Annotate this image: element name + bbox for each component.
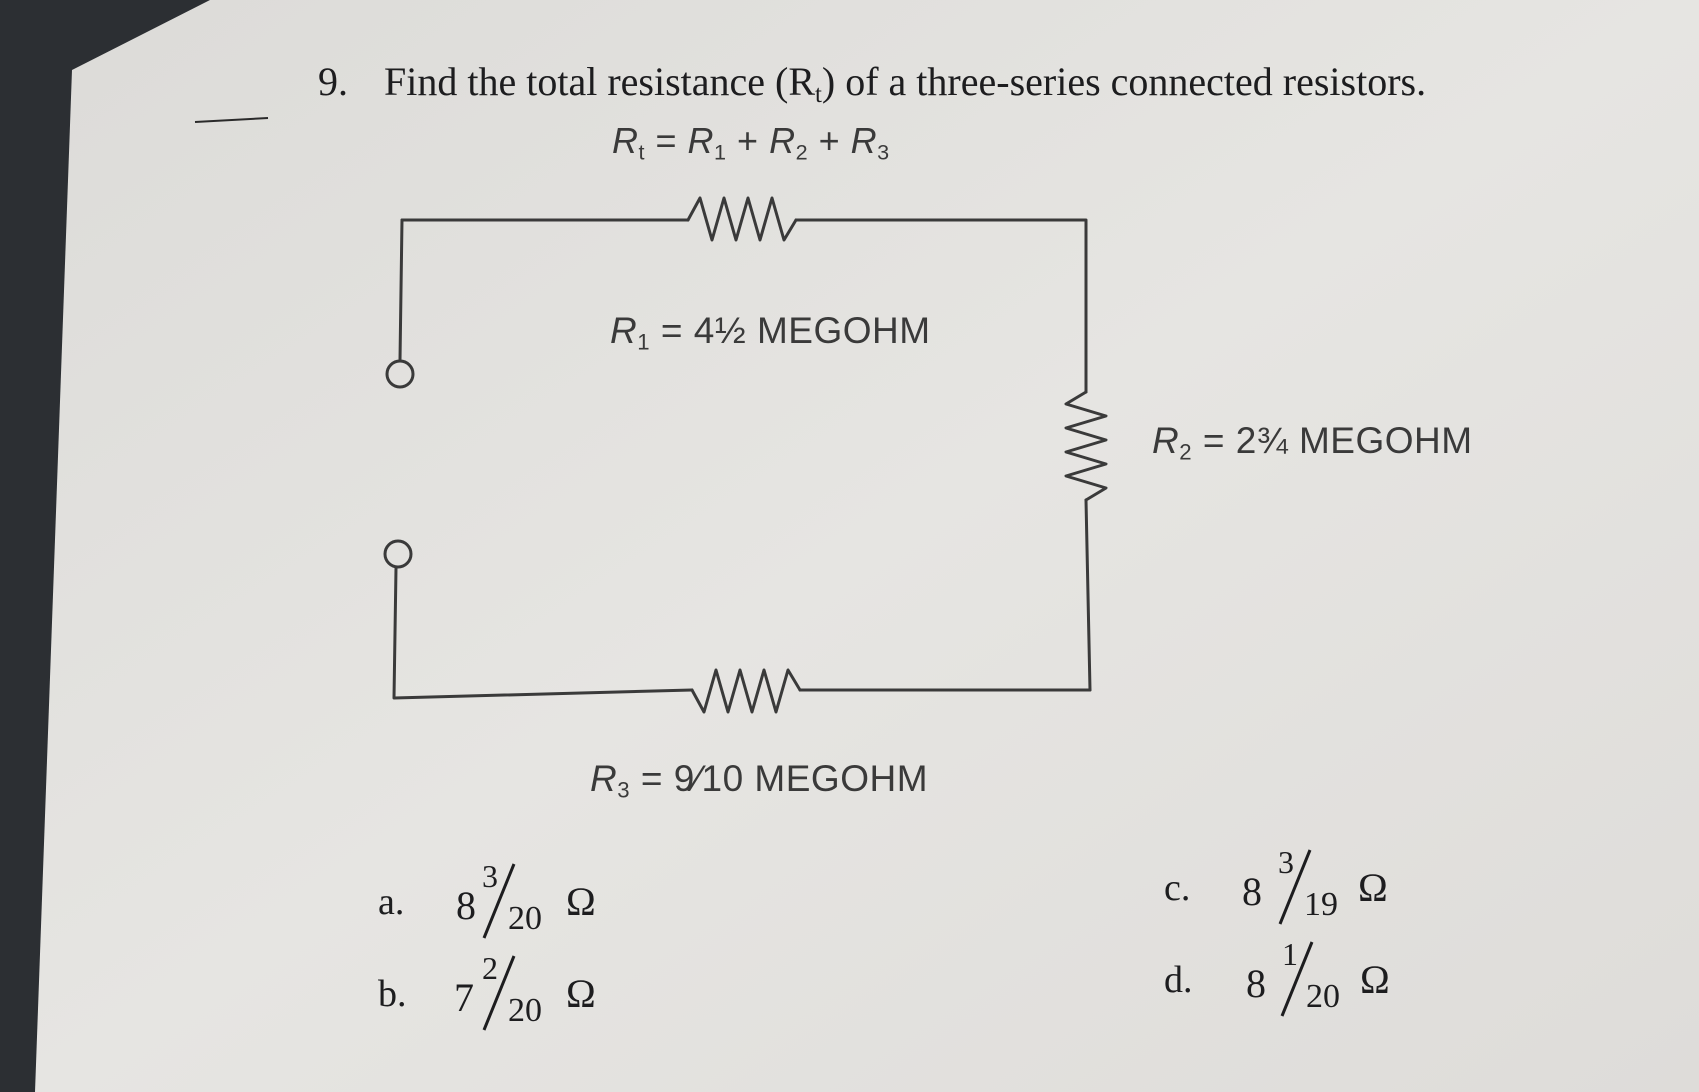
r1-name: R [610, 310, 638, 351]
resistor-r2 [1064, 390, 1108, 502]
formula-r2: R [769, 120, 796, 161]
choice-numerator: 3 [1278, 844, 1294, 880]
formula: Rt = R1 + R2 + R3 [612, 120, 890, 165]
r1-label: R1 = 4½ MEGOHM [610, 310, 931, 356]
wire-bottom-left [392, 566, 694, 700]
r3-value: = 9⁄10 MEGOHM [630, 758, 929, 799]
terminal-top [385, 359, 415, 389]
fraction-slash [1278, 849, 1312, 925]
fraction-slash [482, 863, 516, 939]
wire-left-top [398, 218, 404, 362]
resistor-r1 [686, 196, 798, 242]
ohm-symbol: Ω [566, 879, 596, 924]
r1-sub: 1 [637, 329, 651, 355]
formula-r1-sub: 1 [714, 139, 727, 165]
fraction-slash [1280, 941, 1314, 1017]
formula-rt: R [612, 120, 639, 161]
formula-r3: R [850, 120, 878, 161]
wire-top-right [794, 218, 1088, 394]
fraction-slash [482, 955, 516, 1031]
choice-letter: b. [378, 973, 407, 1015]
choice-numerator: 3 [482, 858, 498, 894]
ohm-symbol: Ω [1358, 865, 1388, 910]
r2-sub: 2 [1179, 439, 1193, 465]
choice-letter: d. [1164, 959, 1193, 1001]
choice-denominator: 20 [508, 992, 542, 1029]
choice-letter: c. [1164, 867, 1191, 909]
resistor-r3 [690, 668, 802, 714]
formula-rt-sub: t [638, 139, 645, 165]
formula-plus-2: + [808, 120, 851, 161]
formula-r3-sub: 3 [877, 139, 890, 165]
question-text-before: Find the total resistance (R [384, 59, 816, 104]
choice-denominator: 20 [508, 900, 542, 937]
choice-denominator: 20 [1306, 978, 1340, 1015]
ohm-symbol: Ω [566, 971, 596, 1016]
formula-plus-1: + [726, 120, 770, 161]
r3-sub: 3 [617, 777, 631, 803]
r3-label: R3 = 9⁄10 MEGOHM [590, 758, 928, 804]
r1-value: = 4½ MEGOHM [650, 310, 931, 351]
choice-whole: 8 [1246, 961, 1266, 1006]
r2-value: = 2¾ MEGOHM [1192, 420, 1473, 461]
r2-name: R [1152, 420, 1180, 461]
choice-whole: 7 [454, 975, 474, 1020]
terminal-bottom [383, 539, 413, 569]
choice-numerator: 2 [482, 950, 498, 986]
wire-right [1084, 498, 1092, 692]
question-subscript: t [815, 80, 822, 108]
choice-denominator: 19 [1304, 886, 1338, 923]
r3-name: R [590, 758, 618, 799]
question-text-after: ) of a three-series connected resistors. [821, 59, 1427, 104]
question-text: 9. Find the total resistance (Rt) of a th… [318, 58, 1426, 109]
r2-label: R2 = 2¾ MEGOHM [1152, 420, 1473, 466]
formula-r2-sub: 2 [795, 139, 809, 165]
choice-whole: 8 [456, 883, 476, 928]
question-number: 9. [318, 59, 348, 104]
formula-r1: R [687, 120, 715, 161]
choice-letter: a. [378, 881, 405, 923]
choice-whole: 8 [1242, 869, 1262, 914]
formula-equals: = [645, 120, 688, 161]
ohm-symbol: Ω [1360, 957, 1390, 1002]
choice-numerator: 1 [1282, 936, 1298, 972]
